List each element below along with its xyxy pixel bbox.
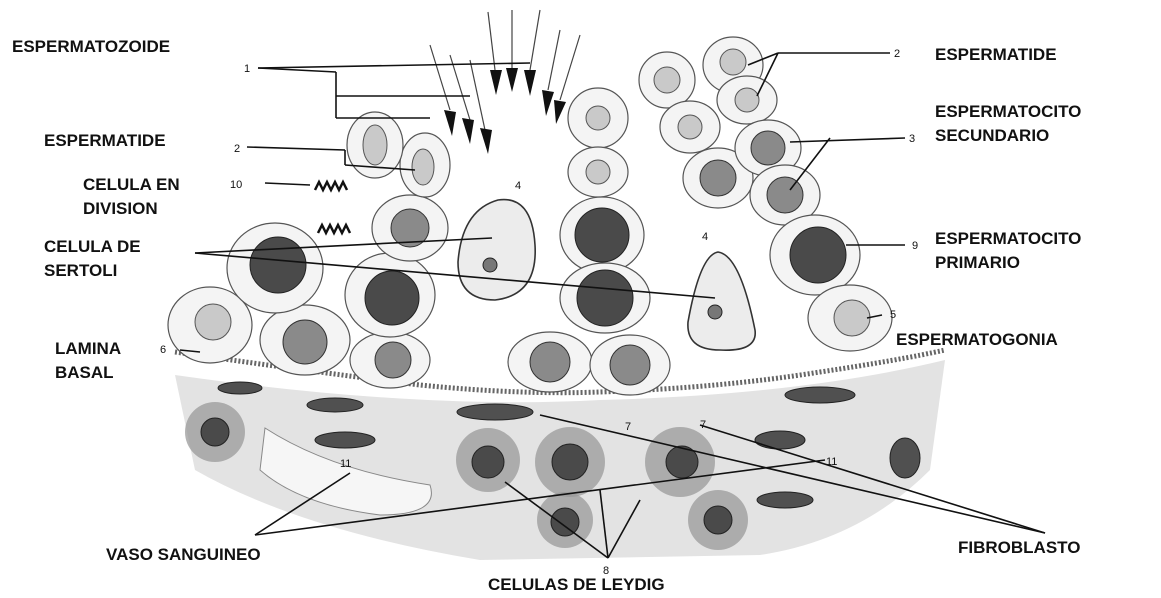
label-espermatocito-secundario-line2: SECUNDARIO xyxy=(935,126,1049,145)
label-espermatocito-primario-line2: PRIMARIO xyxy=(935,253,1020,272)
sertoli-nucleus-right xyxy=(688,252,755,350)
number-7-left: 7 xyxy=(625,421,631,433)
label-fibroblasto: FIBROBLASTO xyxy=(958,538,1080,557)
sertoli-nucleolus-left xyxy=(483,258,497,272)
number-2-left: 2 xyxy=(234,143,240,155)
label-celula-division-line2: DIVISION xyxy=(83,199,158,218)
number-10: 10 xyxy=(230,179,242,191)
number-11-right: 11 xyxy=(826,456,837,468)
spermatozoa xyxy=(430,10,580,154)
number-5: 5 xyxy=(890,309,896,321)
epithelium-right xyxy=(639,37,892,351)
label-espermatide-left: ESPERMATIDE xyxy=(44,131,166,150)
label-celula-sertoli-line2: SERTOLI xyxy=(44,261,117,280)
number-9: 9 xyxy=(912,240,918,252)
label-espermatide-right: ESPERMATIDE xyxy=(935,45,1057,64)
dividing-cell-chromosomes xyxy=(315,182,350,233)
number-4-right: 4 xyxy=(702,231,708,243)
number-2-right: 2 xyxy=(894,48,900,60)
number-11-left: 11 xyxy=(340,458,351,470)
epithelium-left xyxy=(168,112,450,388)
label-lamina-line1: LAMINA xyxy=(55,339,121,358)
number-7-right: 7 xyxy=(700,419,706,431)
number-6: 6 xyxy=(160,344,166,356)
label-vaso-sanguineo: VASO SANGUINEO xyxy=(106,545,261,564)
number-3: 3 xyxy=(909,133,915,145)
number-4-left: 4 xyxy=(515,180,521,192)
number-8: 8 xyxy=(603,565,609,577)
number-1: 1 xyxy=(244,63,250,75)
label-celula-division-line1: CELULA EN xyxy=(83,175,180,194)
label-espermatocito-primario-line1: ESPERMATOCITO xyxy=(935,229,1081,248)
label-espermatocito-secundario-line1: ESPERMATOCITO xyxy=(935,102,1081,121)
label-espermatozoide: ESPERMATOZOIDE xyxy=(12,37,170,56)
label-celula-sertoli-line1: CELULA DE xyxy=(44,237,141,256)
sertoli-nucleolus-right xyxy=(708,305,722,319)
sertoli-nucleus-left xyxy=(458,200,535,300)
label-lamina-line2: BASAL xyxy=(55,363,114,382)
label-espermatogonia: ESPERMATOGONIA xyxy=(896,330,1058,349)
label-celulas-leydig: CELULAS DE LEYDIG xyxy=(488,575,665,594)
